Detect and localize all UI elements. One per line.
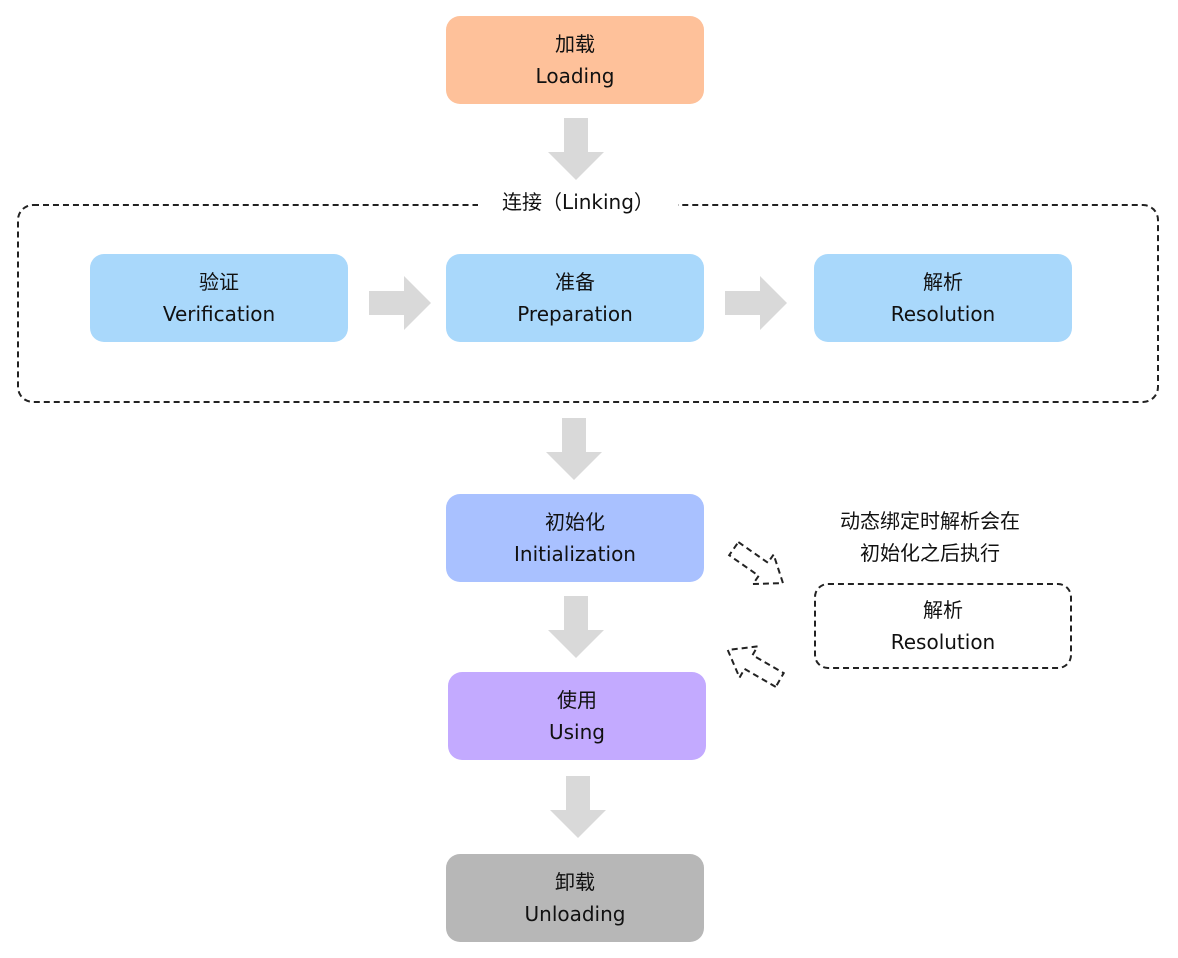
- stage-resolution-zh: 解析: [923, 270, 963, 294]
- stage-unloading-zh: 卸载: [555, 870, 595, 894]
- arrow-right-verify-to-prepare: [369, 276, 431, 330]
- stage-using-en: Using: [549, 720, 605, 744]
- stage-initialization-zh: 初始化: [545, 510, 605, 534]
- arrow-right-prepare-to-resolve: [725, 276, 787, 330]
- stage-preparation-zh: 准备: [555, 270, 595, 294]
- stage-loading-zh: 加载: [555, 32, 595, 56]
- stage-initialization: 初始化 Initialization: [446, 494, 704, 582]
- linking-group-title: 连接（Linking）: [478, 186, 678, 218]
- stage-verification: 验证 Verification: [90, 254, 348, 342]
- dynamic-binding-note-line1: 动态绑定时解析会在: [840, 509, 1020, 533]
- arrow-down-init-to-using: [548, 596, 604, 658]
- dynamic-binding-note-line2: 初始化之后执行: [860, 541, 1000, 565]
- stage-verification-zh: 验证: [199, 270, 239, 294]
- stage-resolution-dynamic-zh: 解析: [923, 598, 963, 622]
- stage-loading-en: Loading: [535, 64, 615, 88]
- arrow-dashed-init-to-resolution: [727, 540, 785, 586]
- stage-resolution-en: Resolution: [890, 302, 996, 326]
- stage-preparation: 准备 Preparation: [446, 254, 704, 342]
- arrow-down-loading-to-linking: [548, 118, 604, 180]
- arrow-down-using-to-unload: [550, 776, 606, 838]
- stage-unloading-en: Unloading: [524, 902, 626, 926]
- stage-unloading: 卸载 Unloading: [446, 854, 704, 942]
- arrow-down-linking-to-init: [546, 418, 602, 480]
- stage-resolution-dynamic-en: Resolution: [890, 630, 996, 654]
- stage-using-zh: 使用: [557, 688, 597, 712]
- stage-initialization-en: Initialization: [514, 542, 636, 566]
- stage-loading: 加载 Loading: [446, 16, 704, 104]
- stage-preparation-en: Preparation: [517, 302, 633, 326]
- stage-resolution: 解析 Resolution: [814, 254, 1072, 342]
- stage-resolution-dynamic: 解析 Resolution: [814, 583, 1072, 669]
- stage-using: 使用 Using: [448, 672, 706, 760]
- stage-verification-en: Verification: [162, 302, 276, 326]
- arrow-dashed-resolution-to-using: [726, 645, 786, 689]
- dynamic-binding-note: 动态绑定时解析会在 初始化之后执行: [800, 505, 1060, 569]
